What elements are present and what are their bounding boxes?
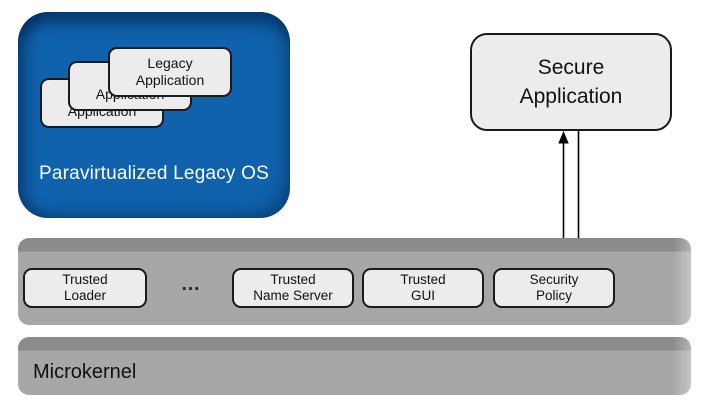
trusted-gui-box: Trusted GUI <box>362 268 484 308</box>
paravirtualized-legacy-os-box: Legacy Application Legacy Application Le… <box>18 12 290 218</box>
security-policy-box: Security Policy <box>493 268 615 308</box>
trusted-name-server-label: Trusted Name Server <box>253 271 333 304</box>
trusted-name-server-box: Trusted Name Server <box>232 268 354 308</box>
trusted-gui-label: Trusted GUI <box>400 271 446 304</box>
legacy-application-label: Legacy Application <box>135 55 205 88</box>
paravirtualized-legacy-os-label: Paravirtualized Legacy OS <box>39 163 269 184</box>
services-ellipsis: ... <box>181 274 201 295</box>
legacy-application-card-front: Legacy Application <box>108 47 232 97</box>
secure-application-label: Secure Application <box>519 56 623 108</box>
security-policy-label: Security Policy <box>529 271 579 304</box>
trusted-loader-label: Trusted Loader <box>62 271 108 304</box>
trusted-loader-box: Trusted Loader <box>23 268 147 308</box>
secure-application-box: Secure Application <box>470 33 672 131</box>
microkernel-label: Microkernel <box>33 361 137 383</box>
microkernel-bar: Microkernel <box>18 337 691 395</box>
